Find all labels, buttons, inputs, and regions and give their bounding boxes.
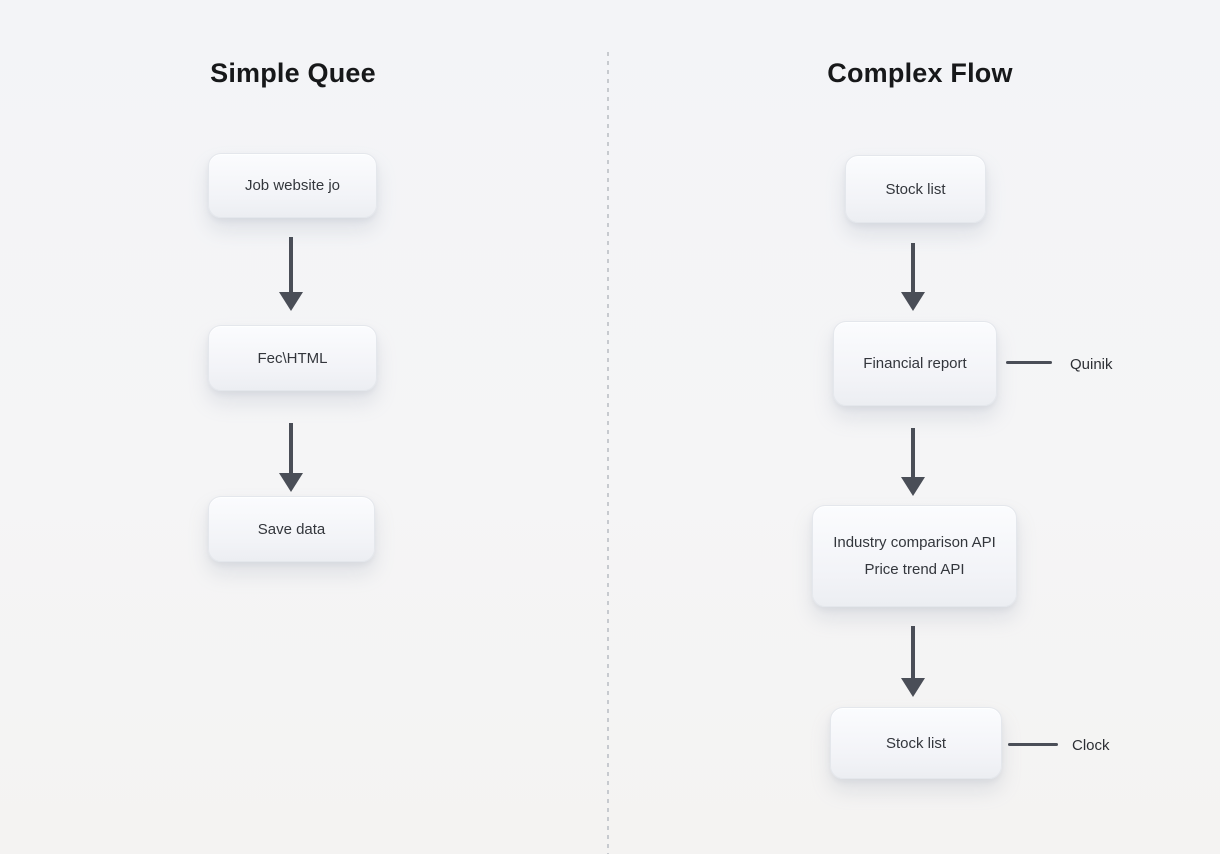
side-label-clock: Clock — [1072, 737, 1110, 754]
node-label: Fec\HTML — [257, 349, 328, 367]
node-label: Stock list — [885, 734, 946, 752]
arrow-down-icon — [901, 428, 925, 496]
node-label: Financial report — [863, 355, 967, 372]
flow-node-save-data: Save data — [208, 496, 375, 562]
flow-node-financial-report: Financial report — [833, 321, 997, 406]
flow-node-job-website: Job website jo — [208, 153, 377, 218]
arrow-down-icon — [279, 237, 303, 311]
arrow-down-icon — [901, 626, 925, 697]
side-connector-line — [1006, 361, 1052, 364]
flow-node-apis: Industry comparison API Price trend API — [812, 505, 1017, 607]
arrow-down-icon — [279, 423, 303, 492]
node-label: Job website jo — [244, 177, 341, 194]
column-divider — [607, 52, 609, 854]
node-label: Save data — [257, 520, 326, 538]
flow-node-stock-list-bottom: Stock list — [830, 707, 1002, 779]
flow-title-complex: Complex Flow — [827, 58, 1013, 88]
flow-node-fetch-html: Fec\HTML — [208, 325, 377, 391]
node-label-line1: Industry comparison API — [833, 534, 996, 551]
side-connector-line — [1008, 743, 1058, 746]
side-label-quinik: Quinik — [1070, 356, 1113, 373]
node-label: Stock list — [885, 180, 946, 198]
arrow-down-icon — [901, 243, 925, 311]
flow-node-stock-list-top: Stock list — [845, 155, 986, 223]
flow-title-simple: Simple Quee — [210, 58, 376, 88]
node-label-line2: Price trend API — [864, 561, 965, 578]
